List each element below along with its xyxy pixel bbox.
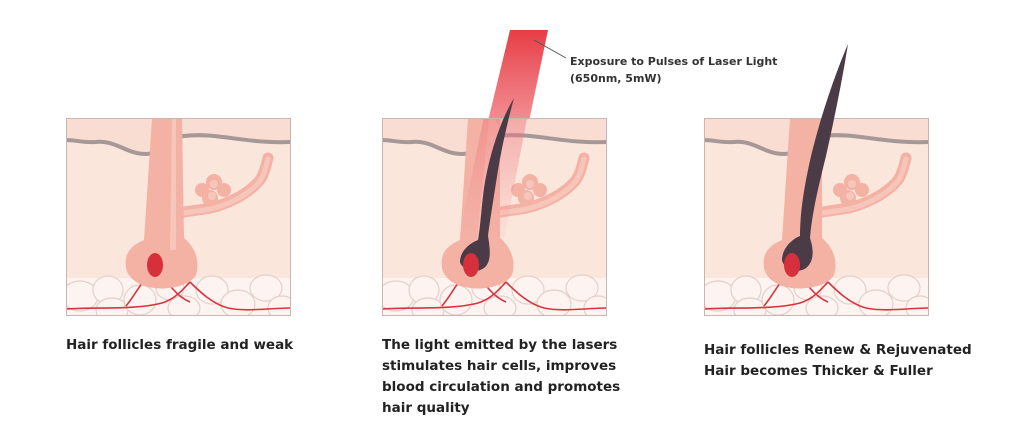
hair-shaft-growing xyxy=(460,98,514,271)
caption-line: hair quality xyxy=(382,400,470,416)
dermal-papilla xyxy=(463,253,479,277)
caption-panel-1: Hair follicles fragile and weak xyxy=(66,335,293,356)
caption-line: Hair follicles Renew & Rejuvenated xyxy=(704,342,972,358)
caption-line: Hair becomes Thicker & Fuller xyxy=(704,363,933,379)
caption-line: stimulates hair cells, improves xyxy=(382,358,617,374)
dermal-papilla xyxy=(147,253,163,277)
laser-callout-line-1: Exposure to Pulses of Laser Light xyxy=(570,55,778,68)
laser-callout-line-2: (650nm, 5mW) xyxy=(570,72,662,85)
dermal-papilla xyxy=(784,253,800,277)
hair-shaft-thick xyxy=(782,44,848,271)
caption-line: Hair follicles fragile and weak xyxy=(66,337,294,353)
laser-callout-label: Exposure to Pulses of Laser Light (650nm… xyxy=(570,53,777,87)
caption-panel-3: Hair follicles Renew & Rejuvenated Hair … xyxy=(704,340,972,382)
caption-line: The light emitted by the lasers xyxy=(382,337,618,353)
callout-leader-line xyxy=(533,39,567,59)
caption-line: blood circulation and promotes xyxy=(382,379,621,395)
panel-weak-follicle xyxy=(66,118,291,316)
caption-panel-2: The light emitted by the lasers stimulat… xyxy=(382,335,620,419)
